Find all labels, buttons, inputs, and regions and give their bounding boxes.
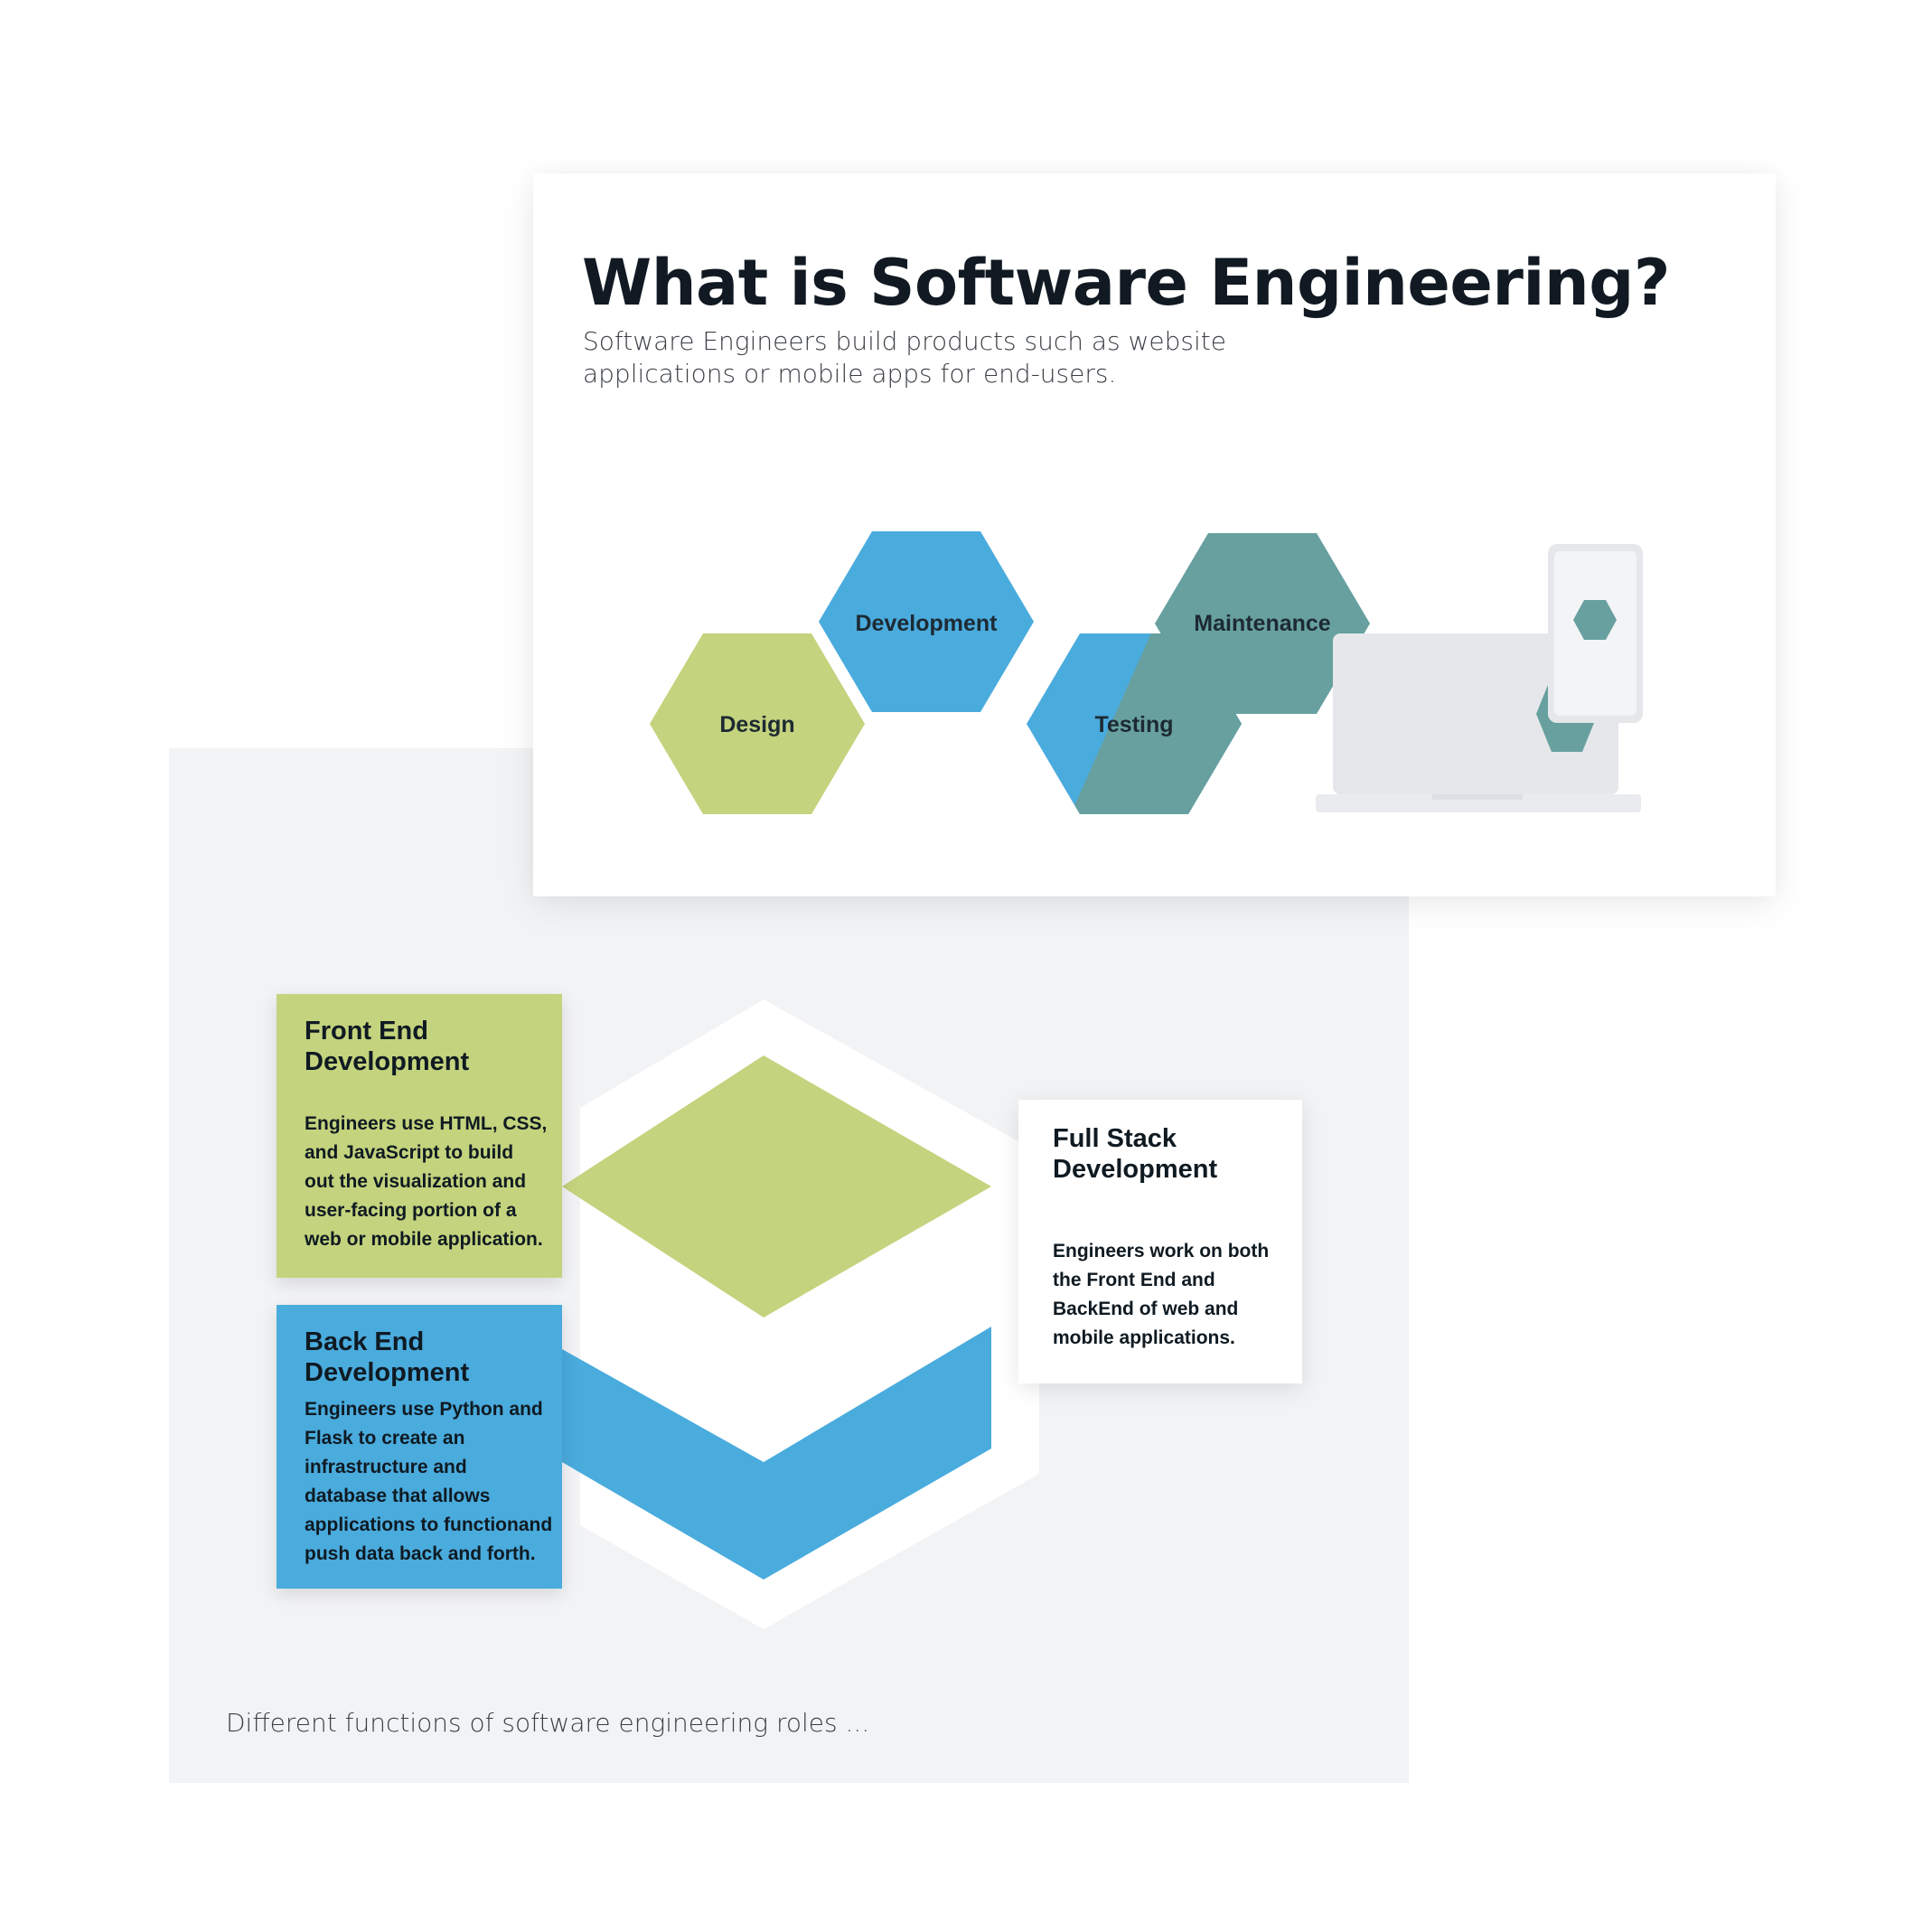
back-end-card: Back End Development Engineers use Pytho… <box>277 1305 562 1589</box>
caption: Different functions of software engineer… <box>226 1708 870 1738</box>
maintenance-hexagon <box>1155 533 1370 714</box>
front-end-description: Engineers use HTML, CSS, and JavaScript … <box>305 1113 548 1250</box>
front-end-layer <box>562 1055 991 1318</box>
development-hexagon <box>819 531 1034 712</box>
maintenance-label: Maintenance <box>1194 611 1331 636</box>
back-end-description: Engineers use Python and Flask to create… <box>305 1399 553 1564</box>
what-is-card: What is Software Engineering? Software E… <box>533 174 1776 896</box>
design-label: Design <box>719 712 794 737</box>
front-end-title: Front End Development <box>305 1017 470 1076</box>
front-end-card: Front End Development Engineers use HTML… <box>277 994 562 1278</box>
full-stack-description: Engineers work on both the Front End and… <box>1053 1241 1270 1348</box>
layer-stack-graphic <box>562 999 1039 1629</box>
phone-hexagon-logo <box>1573 600 1617 640</box>
laptop-base <box>1316 794 1641 812</box>
design-hexagon <box>650 633 865 814</box>
back-end-layer <box>562 1327 991 1580</box>
testing-label: Testing <box>1094 712 1173 737</box>
full-stack-title: Full Stack Development <box>1053 1124 1218 1184</box>
laptop-screen <box>1333 633 1618 794</box>
back-end-title: Back End Development <box>305 1327 470 1387</box>
lifecycle-hexagons: Design Development Testing Maintenance <box>650 531 1370 814</box>
development-label: Development <box>856 611 999 636</box>
device-illustration <box>1316 544 1643 812</box>
full-stack-card: Full Stack Development Engineers work on… <box>1018 1100 1302 1383</box>
page-title: What is Software Engineering? <box>582 246 1670 320</box>
page-subtitle: Software Engineers build products such a… <box>583 326 1226 389</box>
